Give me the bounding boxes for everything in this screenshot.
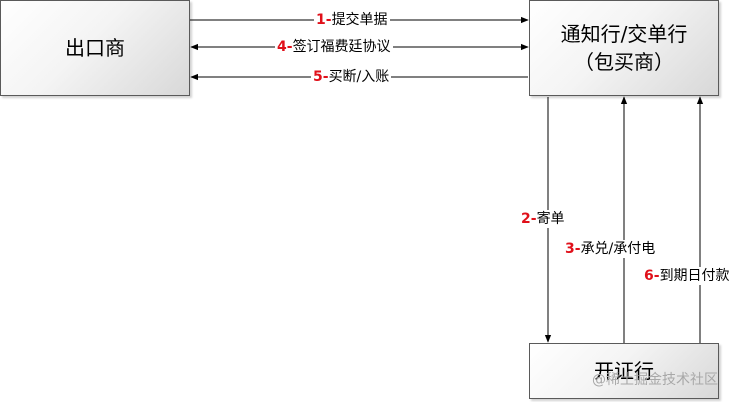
edge-label-2: 2-寄单 [519, 210, 567, 228]
watermark-text: @稀土掘金技术社区 [592, 372, 718, 388]
edge-text-3: 承兑/承付电 [580, 241, 656, 257]
edge-number-6: 6- [644, 268, 660, 284]
edge-number-4: 4- [277, 39, 293, 55]
edge-number-3: 3- [565, 241, 581, 257]
edge-text-2: 寄单 [536, 211, 565, 227]
edge-label-6: 6-到期日付款 [642, 267, 732, 285]
edge-number-1: 1- [316, 12, 332, 28]
node-exporter: 出口商 [0, 0, 190, 96]
edge-label-1: 1-提交单据 [314, 11, 390, 29]
edge-text-6: 到期日付款 [659, 268, 730, 284]
edge-text-4: 签订福费廷协议 [292, 39, 391, 55]
node-issuing-bank: 开证行 [529, 343, 719, 399]
edge-number-5: 5- [313, 69, 329, 85]
edge-label-4: 4-签订福费廷协议 [275, 38, 393, 56]
edge-number-2: 2- [521, 211, 537, 227]
edge-label-3: 3-承兑/承付电 [563, 240, 658, 258]
node-bank-line1: 通知行/交单行 [560, 22, 688, 46]
edge-text-5: 买断/入账 [328, 69, 390, 85]
node-bank-line2: （包买商） [574, 50, 674, 74]
node-issuer-label: 开证行 [594, 359, 654, 383]
edge-text-1: 提交单据 [331, 12, 388, 28]
node-exporter-label: 出口商 [65, 36, 125, 60]
edge-label-5: 5-买断/入账 [311, 68, 392, 86]
node-advising-bank: 通知行/交单行 （包买商） [529, 0, 719, 96]
